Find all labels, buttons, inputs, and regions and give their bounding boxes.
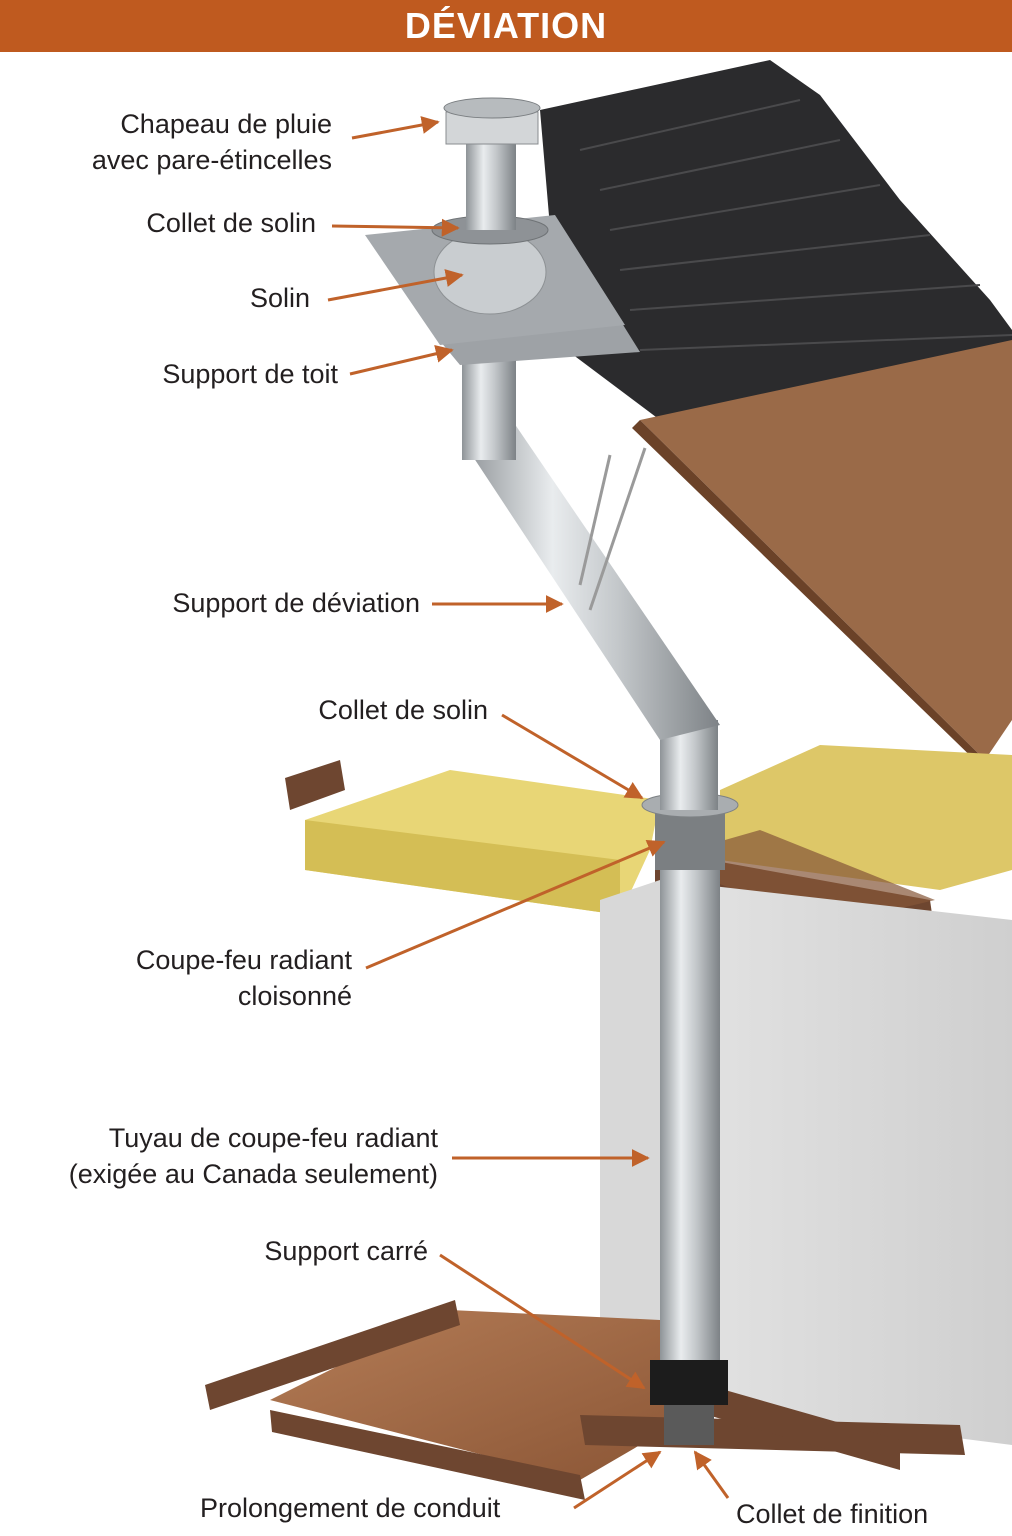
label-storm-collar-top: Collet de solin — [60, 205, 316, 241]
roof-deck-edge — [632, 420, 985, 770]
page-title: DÉVIATION — [404, 5, 608, 46]
roof-shingles — [540, 60, 1012, 420]
arrow-finishing-collar — [693, 1450, 730, 1499]
square-support-box — [650, 1360, 728, 1405]
label-finishing-collar: Collet de finition — [736, 1496, 928, 1532]
attic-joist-back — [285, 760, 345, 810]
label-shield-line1: Tuyau de coupe-feu radiant — [108, 1123, 438, 1153]
label-roof-support: Support de toit — [60, 356, 338, 392]
label-rain-cap-line2: avec pare-étincelles — [91, 145, 332, 175]
arrow-flashing — [327, 269, 464, 302]
label-square-support-text: Support carré — [264, 1236, 428, 1266]
floor-deck — [270, 1310, 700, 1480]
arrow-square-support — [439, 1253, 646, 1390]
arrow-storm-collar-top — [331, 218, 460, 237]
offset-support-straps — [578, 447, 647, 611]
pipe-extension-shape — [664, 1405, 714, 1445]
roof-deck — [640, 340, 1012, 760]
leader-arrows — [327, 116, 730, 1510]
label-storm-collar-attic-text: Collet de solin — [318, 695, 488, 725]
label-shield-line2: (exigée au Canada seulement) — [68, 1159, 438, 1189]
label-pipe-extension: Prolongement de conduit — [200, 1490, 500, 1526]
insulation-left-edge — [305, 820, 620, 915]
label-rain-cap: Chapeau de pluie avec pare-étincelles — [40, 106, 332, 178]
pipe-lower — [660, 835, 720, 1365]
rain-cap-top — [443, 97, 541, 119]
label-rain-cap-line1: Chapeau de pluie — [120, 109, 332, 139]
pipe-offset — [462, 420, 720, 740]
arrow-storm-collar-attic — [501, 713, 644, 800]
label-pipe-extension-text: Prolongement de conduit — [200, 1493, 501, 1523]
label-finishing-collar-text: Collet de finition — [736, 1499, 929, 1529]
firestop-cylinder — [655, 810, 725, 870]
label-storm-collar-attic: Collet de solin — [230, 692, 488, 728]
label-flashing-text: Solin — [249, 283, 310, 313]
label-roof-support-text: Support de toit — [162, 359, 338, 389]
label-flashing: Solin — [160, 280, 310, 316]
shingle-lines — [579, 99, 1012, 351]
label-square-support: Support carré — [180, 1233, 428, 1269]
wall-face — [660, 880, 1012, 1445]
rain-cap-pipe — [466, 140, 516, 230]
header-banner: DÉVIATION — [0, 0, 1012, 52]
arrow-rain-cap — [351, 116, 440, 140]
arrow-roof-support — [349, 344, 454, 376]
label-firestop-line1: Coupe-feu radiant — [135, 945, 352, 975]
label-offset-support-text: Support de déviation — [172, 588, 420, 618]
label-offset-support: Support de déviation — [80, 585, 420, 621]
label-storm-collar-top-text: Collet de solin — [146, 208, 316, 238]
arrow-pipe-extension — [573, 1450, 662, 1510]
label-firestop: Coupe-feu radiant cloisonné — [60, 942, 352, 1014]
label-shield: Tuyau de coupe-feu radiant (exigée au Ca… — [6, 1120, 438, 1192]
arrow-firestop — [365, 840, 666, 970]
label-firestop-line2: cloisonné — [237, 981, 352, 1011]
wall-side — [600, 880, 660, 1400]
